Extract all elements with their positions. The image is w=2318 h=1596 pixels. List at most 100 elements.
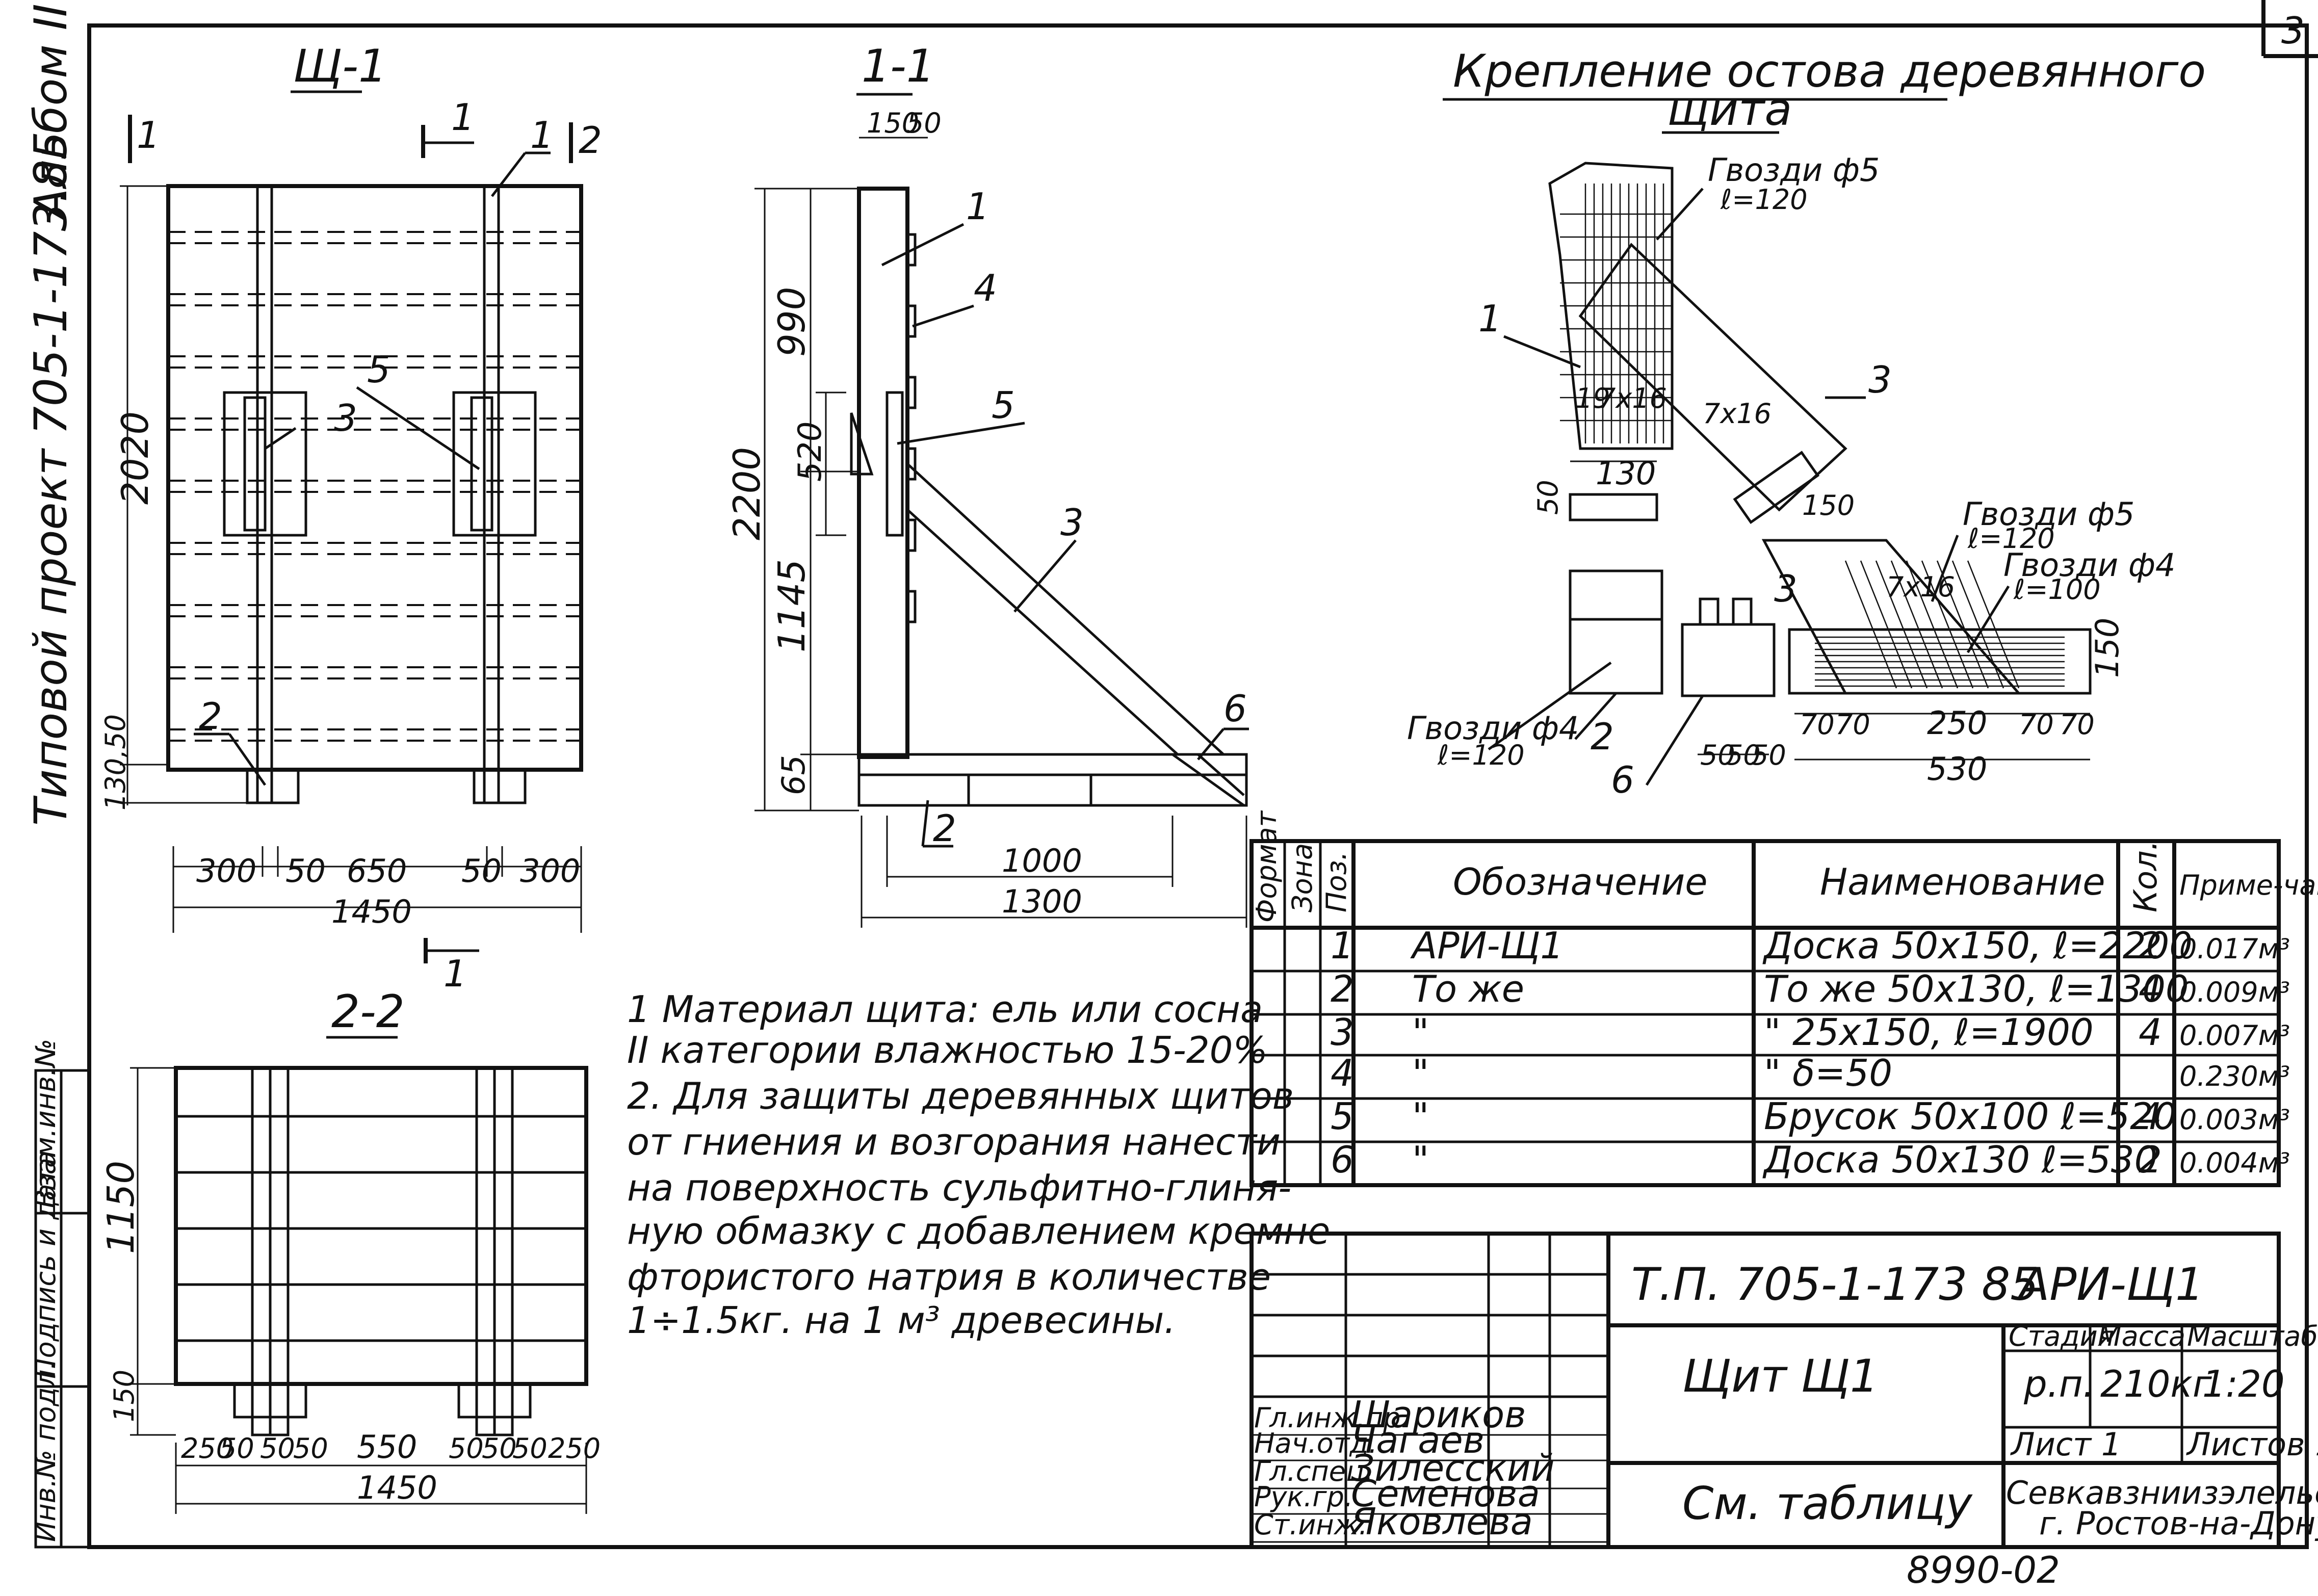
spec-cell: 5 — [1331, 1095, 1354, 1138]
svg-text:250: 250 — [181, 1432, 233, 1464]
svg-text:Взам.инв.№: Взам.инв.№ — [30, 1039, 62, 1208]
spec-cell: 4 — [1331, 1052, 1354, 1094]
svg-text:50: 50 — [1726, 739, 1761, 771]
view-detail: Крепление остова деревянного щита 19 7x1… — [1407, 45, 2206, 801]
svg-text:50: 50 — [1532, 480, 1564, 515]
svg-text:50: 50 — [482, 1432, 517, 1464]
spec-cell: 0.004м³ — [2179, 1147, 2290, 1179]
svg-text:650: 650 — [347, 852, 407, 889]
spec-cell: Доска 50x130 ℓ=530 — [1762, 1138, 2157, 1181]
svg-text:Гвозди ф4: Гвозди ф4 — [2003, 546, 2175, 584]
svg-text:Стадия: Стадия — [2009, 1320, 2114, 1352]
note-line: 1 Материал щита: ель или сосна — [627, 988, 1263, 1031]
svg-text:1-1: 1-1 — [862, 40, 935, 92]
spec-table: Формат Зона Поз. Обозначение Наименовани… — [1249, 810, 2318, 1187]
svg-text:2: 2 — [933, 807, 956, 850]
svg-text:2200: 2200 — [725, 447, 768, 540]
staff-name: Семенова — [1351, 1472, 1540, 1515]
svg-text:150: 150 — [1802, 489, 1855, 521]
svg-text:Крепление остова деревянного: Крепление остова деревянного — [1453, 45, 2206, 97]
svg-text:150: 150 — [867, 107, 919, 139]
svg-text:6: 6 — [1611, 758, 1634, 801]
svg-text:Гвозди ф5: Гвозди ф5 — [1708, 151, 1880, 189]
drawing-title: Щит Щ1 — [1682, 1350, 1879, 1402]
staff-name: Зилесский — [1351, 1447, 1555, 1489]
note-line: II категории влажностью 15-20% — [627, 1029, 1268, 1071]
spec-cell: Доска 50x150, ℓ=2200 — [1762, 924, 2193, 967]
svg-text:Масштаб: Масштаб — [2187, 1320, 2318, 1352]
svg-text:2-2: 2-2 — [331, 985, 405, 1038]
archive-stamp: 8990-02 — [1907, 1549, 2060, 1591]
svg-text:1: 1 — [966, 185, 989, 228]
svg-text:70: 70 — [1835, 709, 1870, 741]
doc-code: АРИ-Щ1 — [2016, 1258, 2204, 1311]
svg-text:1450: 1450 — [357, 1469, 437, 1506]
svg-text:Листов 1: Листов 1 — [2186, 1426, 2318, 1463]
spec-cell: 0.003м³ — [2179, 1104, 2290, 1136]
staff-role: Гл.инж.пр. — [1254, 1402, 1410, 1434]
svg-text:550: 550 — [357, 1428, 417, 1466]
svg-text:3: 3 — [1060, 501, 1084, 544]
spec-cell: 0.017м³ — [2179, 933, 2290, 965]
svg-text:50: 50 — [449, 1432, 484, 1464]
svg-text:1300: 1300 — [1002, 883, 1082, 920]
staff-role: Ст.инж. — [1254, 1509, 1368, 1541]
svg-text:1: 1 — [451, 96, 475, 139]
spec-cell: 0.009м³ — [2179, 976, 2290, 1008]
svg-text:ℓ=120: ℓ=120 — [1437, 739, 1525, 771]
staff-role: Гл.спец. — [1254, 1455, 1373, 1487]
spec-cell: То же 50x130, ℓ=1300 — [1764, 967, 2189, 1010]
svg-text:65: 65 — [775, 755, 812, 795]
svg-text:1450: 1450 — [331, 893, 412, 930]
spec-cell: 3 — [1331, 1011, 1354, 1054]
staff-name: Чагаев — [1351, 1419, 1484, 1461]
note-line: от гниения и возгорания нанести — [627, 1120, 1281, 1163]
svg-text:2: 2 — [199, 695, 222, 738]
album-label: Альбом II — [24, 4, 77, 222]
svg-text:ℓ=120: ℓ=120 — [1967, 522, 2055, 555]
svg-text:50: 50 — [293, 1432, 328, 1464]
svg-text:Масса: Масса — [2098, 1320, 2185, 1352]
spec-header: Формат — [1251, 810, 1283, 923]
spec-cell: 4 — [2139, 1011, 2162, 1054]
svg-text:7x16: 7x16 — [1703, 398, 1772, 430]
svg-text:150: 150 — [108, 1370, 140, 1422]
svg-text:1: 1 — [1478, 297, 1502, 340]
sheet-frame — [87, 23, 2309, 1549]
svg-text:3: 3 — [1868, 358, 1892, 401]
spec-cell: Брусок 50x100 ℓ=520 — [1764, 1095, 2177, 1138]
view-section-1-1: 1-1 150 50 990 520 1145 65 2200 — [725, 40, 1249, 928]
svg-text:70: 70 — [2060, 709, 2095, 741]
svg-text:4: 4 — [974, 267, 997, 309]
spec-header: Обозначение — [1453, 860, 1708, 903]
spec-cell: " δ=50 — [1764, 1052, 1892, 1094]
spec-header: Зона — [1286, 843, 1318, 912]
note-line: на поверхность сульфитно-глиня- — [627, 1166, 1291, 1209]
view-section-2-2: 2-2 1150 150 250 50 50 50 550 50 50 50 2… — [99, 985, 601, 1514]
spec-cell: 0.007м³ — [2179, 1019, 2290, 1052]
svg-text:50: 50 — [1751, 739, 1786, 771]
svg-text:г. Ростов-на-Дону: г. Ростов-на-Дону — [2039, 1505, 2318, 1542]
svg-text:250: 250 — [1927, 704, 1987, 742]
spec-cell: То же — [1412, 967, 1524, 1010]
svg-text:1150: 1150 — [99, 1161, 142, 1254]
svg-text:6: 6 — [1223, 687, 1247, 730]
svg-text:2020: 2020 — [114, 411, 157, 505]
note-line: фтористого натрия в количестве — [627, 1255, 1271, 1298]
svg-text:130: 130 — [1596, 455, 1656, 492]
svg-text:Лист 1: Лист 1 — [2010, 1426, 2121, 1463]
svg-text:530: 530 — [1927, 750, 1987, 788]
svg-text:3: 3 — [1774, 567, 1798, 610]
svg-text:7x16: 7x16 — [1886, 571, 1955, 603]
svg-text:1: 1 — [530, 114, 554, 156]
svg-text:990: 990 — [770, 287, 813, 357]
spec-cell: 4 — [2139, 967, 2162, 1010]
spec-cell: " — [1412, 1095, 1429, 1138]
spec-cell: " 25x150, ℓ=1900 — [1764, 1011, 2094, 1054]
svg-text:Инв.№ подл.: Инв.№ подл. — [30, 1361, 62, 1542]
svg-text:щита: щита — [1667, 83, 1792, 136]
svg-text:50: 50 — [219, 1432, 254, 1464]
svg-text:7x16: 7x16 — [1598, 382, 1667, 414]
staff-role: Рук.гр. — [1254, 1481, 1353, 1513]
svg-text:19: 19 — [1575, 382, 1610, 414]
